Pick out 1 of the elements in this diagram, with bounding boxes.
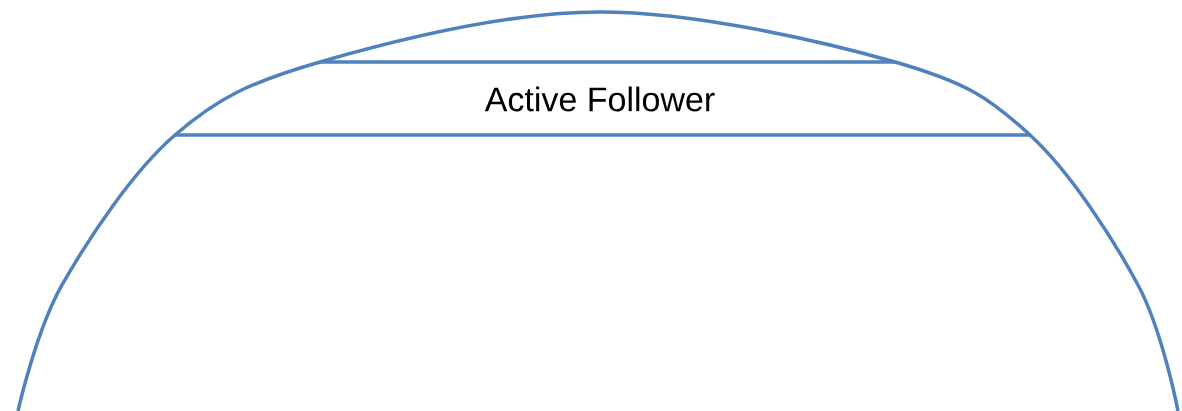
band: Active Follower (175, 60, 1030, 137)
